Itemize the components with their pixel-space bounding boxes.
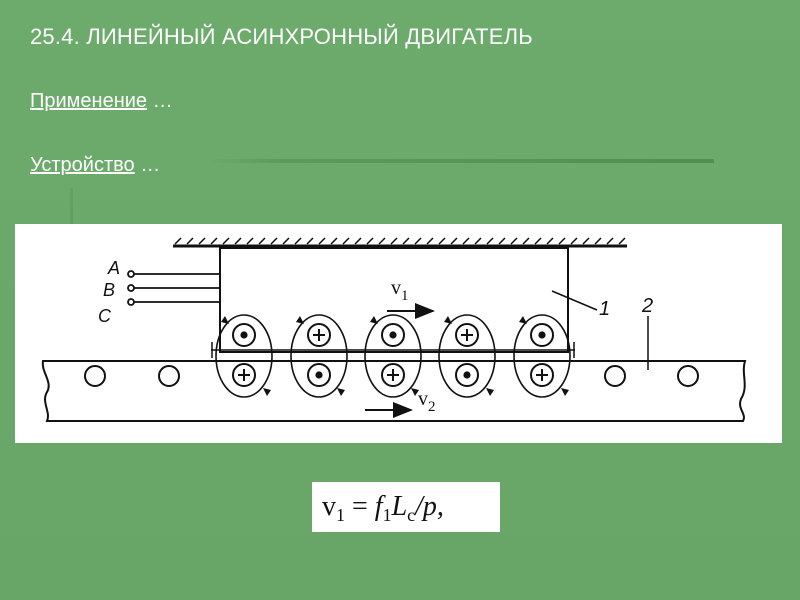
formula-f-sub: 1 [383, 505, 392, 525]
phase-label-c: C [98, 306, 112, 326]
formula-lhs: v [322, 491, 336, 522]
formula-text: v1 = f1Lc/p, [322, 491, 444, 525]
bullet-device-label: Устройство [30, 154, 135, 176]
v1-label: v1 [391, 277, 409, 304]
formula-lhs-sub: 1 [336, 505, 345, 525]
part2-label: 2 [641, 295, 653, 317]
motor-diagram-svg: A B C [41, 237, 747, 422]
flux-direction-arrows [221, 316, 569, 396]
phase-label-b: B [103, 280, 115, 300]
v1-label-v: v [391, 277, 401, 299]
formula-L: L [391, 491, 408, 522]
slide-title: 25.4. ЛИНЕЙНЫЙ АСИНХРОННЫЙ ДВИГАТЕЛЬ [30, 24, 533, 49]
part1-label: 1 [599, 298, 610, 320]
formula-svg: v1 = f1Lc/p, [322, 491, 444, 525]
v1-label-sub: 1 [401, 288, 409, 304]
v2-label-sub: 2 [428, 399, 436, 415]
formula-rest: /p, [413, 491, 444, 522]
stator-mount [173, 237, 627, 248]
bullet-application-ellipsis: … [147, 90, 173, 112]
decorative-line [208, 159, 714, 163]
stator [219, 247, 569, 353]
v2-label: v2 [418, 388, 436, 415]
motor-diagram: A B C [15, 224, 782, 443]
formula-L-sub: c [407, 505, 415, 525]
rotor-holes [84, 365, 699, 387]
rotor-band [41, 360, 747, 422]
formula-f: f [375, 491, 386, 522]
flux-loops [215, 314, 571, 398]
phase-terminals [127, 270, 220, 306]
phase-label-a: A [107, 258, 120, 278]
bullet-device: Устройство … [30, 154, 160, 177]
v2-label-v: v [418, 388, 428, 410]
bullet-application: Применение … [30, 90, 173, 113]
part1-leader [551, 290, 598, 311]
decorative-vertical-line [70, 188, 73, 228]
formula-box: v1 = f1Lc/p, [312, 482, 500, 532]
bullet-device-ellipsis: … [134, 154, 161, 176]
formula-eq: = [345, 491, 375, 522]
conductor-current-symbols [238, 329, 548, 381]
bullet-application-label: Применение [30, 90, 148, 112]
